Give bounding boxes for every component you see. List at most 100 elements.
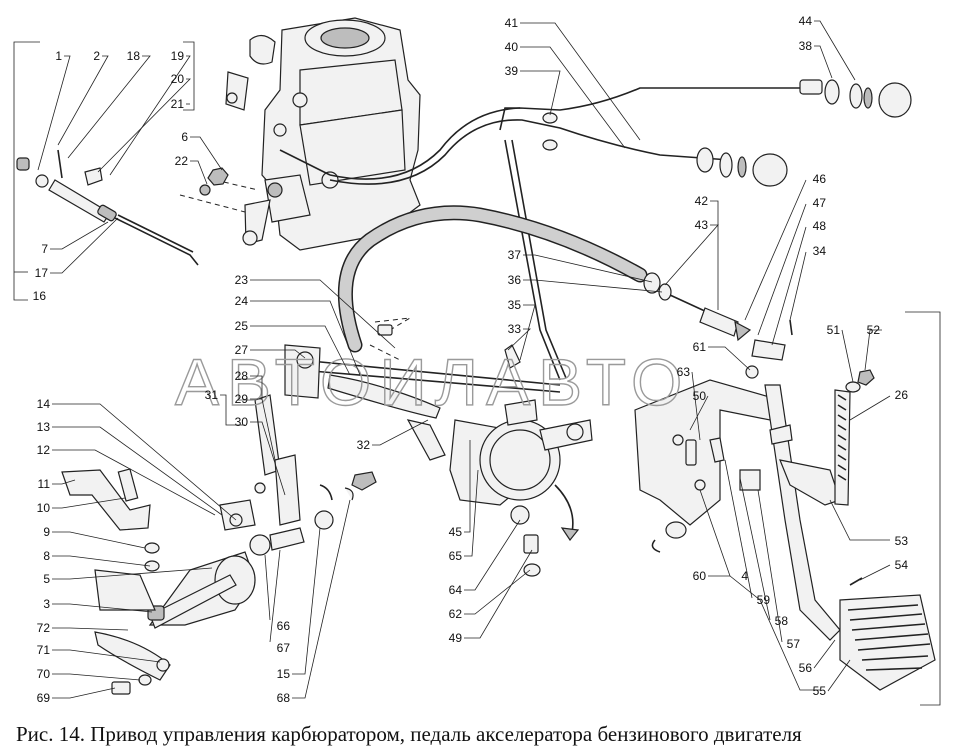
part-label-23: 23 xyxy=(235,273,249,287)
part-label-50: 50 xyxy=(693,389,707,403)
leader-line-19 xyxy=(109,55,191,176)
leader-line-35 xyxy=(519,304,536,361)
leader-line-25 xyxy=(250,325,351,376)
leader-line-18 xyxy=(67,55,151,159)
leader-line-1 xyxy=(37,55,71,171)
part-label-36: 36 xyxy=(508,273,522,287)
leader-line-43 xyxy=(664,224,719,286)
part-label-25: 25 xyxy=(235,319,249,333)
part-label-59: 59 xyxy=(757,593,771,607)
leader-line-58 xyxy=(739,477,771,621)
leader-line-38 xyxy=(814,45,833,79)
part-label-26: 26 xyxy=(895,388,909,402)
leader-line-13 xyxy=(52,426,223,516)
leader-line-50 xyxy=(689,395,709,431)
leader-line-51 xyxy=(841,329,854,383)
leader-line-68 xyxy=(292,499,351,699)
leader-line-67 xyxy=(269,549,281,643)
leader-line-24 xyxy=(250,300,361,376)
part-label-41: 41 xyxy=(505,16,519,30)
leader-line-66 xyxy=(264,554,271,621)
leader-line-39 xyxy=(520,70,561,116)
leader-line-5 xyxy=(52,567,213,580)
pedal-shaft-assembly xyxy=(61,394,377,695)
accelerator-pedal xyxy=(634,311,941,706)
part-label-67: 67 xyxy=(277,641,291,655)
part-label-3: 3 xyxy=(43,597,50,611)
part-label-65: 65 xyxy=(449,549,463,563)
part-label-6: 6 xyxy=(181,130,188,144)
part-label-24: 24 xyxy=(235,294,249,308)
part-label-60: 60 xyxy=(693,569,707,583)
leader-line-4 xyxy=(699,489,731,577)
carburetor xyxy=(225,17,421,251)
figure-caption: Рис. 14. Привод управления карбюратором,… xyxy=(16,722,802,746)
part-label-29: 29 xyxy=(235,392,249,406)
leader-line-72 xyxy=(52,627,129,631)
part-label-48: 48 xyxy=(813,219,827,233)
part-label-32: 32 xyxy=(357,438,371,452)
throttle-rod xyxy=(16,149,229,266)
leader-line-7 xyxy=(50,221,109,250)
leader-line-2 xyxy=(57,55,109,146)
part-label-15: 15 xyxy=(277,667,291,681)
leader-line-47 xyxy=(757,203,807,336)
part-label-62: 62 xyxy=(449,607,463,621)
part-label-27: 27 xyxy=(235,343,249,357)
part-label-42: 42 xyxy=(695,194,709,208)
part-label-37: 37 xyxy=(508,248,522,262)
leader-line-62 xyxy=(464,569,531,615)
part-label-1: 1 xyxy=(55,49,62,63)
part-label-38: 38 xyxy=(799,39,813,53)
throttle-linkage xyxy=(284,324,593,577)
leader-line-14 xyxy=(52,403,237,521)
leader-line-20 xyxy=(97,78,191,173)
part-label-68: 68 xyxy=(277,691,291,705)
leader-line-52 xyxy=(864,329,882,371)
cables xyxy=(329,79,912,381)
leader-line-45 xyxy=(464,440,471,533)
part-label-58: 58 xyxy=(775,614,789,628)
leader-line-23 xyxy=(250,279,396,349)
part-label-61: 61 xyxy=(693,340,707,354)
part-label-4: 4 xyxy=(741,569,748,583)
leader-line-6 xyxy=(190,136,223,171)
part-label-45: 45 xyxy=(449,525,463,539)
part-label-44: 44 xyxy=(799,14,813,28)
leader-line-64 xyxy=(464,519,521,591)
part-label-18: 18 xyxy=(127,49,141,63)
leader-line-34 xyxy=(789,251,807,321)
part-label-33: 33 xyxy=(508,322,522,336)
leader-line-28 xyxy=(250,375,263,400)
part-label-64: 64 xyxy=(449,583,463,597)
leader-line-70 xyxy=(52,673,141,681)
leader-line-3 xyxy=(52,603,153,613)
leader-line-37 xyxy=(523,254,653,283)
part-label-13: 13 xyxy=(37,420,51,434)
part-label-17: 17 xyxy=(35,266,49,280)
leader-line-26 xyxy=(849,395,891,421)
leader-line-10 xyxy=(52,497,126,509)
leader-line-41 xyxy=(520,22,641,141)
part-label-21: 21 xyxy=(171,97,185,111)
leader-line-27 xyxy=(250,349,306,359)
watermark: АВТОИЛАВТО xyxy=(175,345,690,419)
cable-sheath xyxy=(337,205,793,361)
leader-line-49 xyxy=(464,549,533,639)
part-label-16: 16 xyxy=(33,289,47,303)
leader-line-48 xyxy=(771,226,807,346)
part-label-10: 10 xyxy=(37,501,51,515)
part-label-46: 46 xyxy=(813,172,827,186)
part-label-49: 49 xyxy=(449,631,463,645)
leader-line-63 xyxy=(691,371,701,441)
leader-line-56 xyxy=(813,639,836,669)
part-label-56: 56 xyxy=(799,661,813,675)
leader-line-8 xyxy=(52,555,151,567)
part-label-70: 70 xyxy=(37,667,51,681)
part-label-35: 35 xyxy=(508,298,522,312)
part-label-63: 63 xyxy=(677,365,691,379)
part-label-39: 39 xyxy=(505,64,519,78)
part-label-47: 47 xyxy=(813,196,827,210)
part-label-72: 72 xyxy=(37,621,51,635)
